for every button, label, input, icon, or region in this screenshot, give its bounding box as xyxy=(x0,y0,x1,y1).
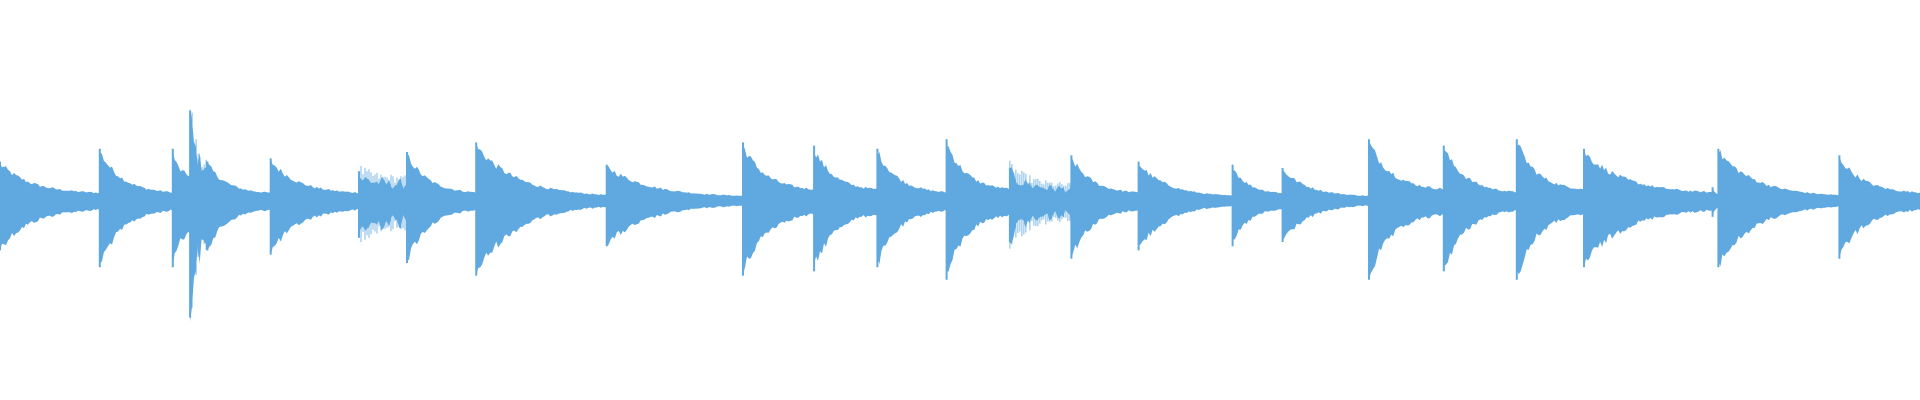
waveform-note-segment xyxy=(207,161,271,252)
waveform-note-segment xyxy=(1584,149,1713,268)
waveform-note-segment xyxy=(1369,141,1444,279)
waveform-note-segment xyxy=(1839,155,1920,260)
waveform-note-segment xyxy=(1718,150,1840,267)
waveform-note-segment xyxy=(743,144,815,275)
waveform-notes xyxy=(0,108,1920,322)
waveform-note-segment xyxy=(877,151,947,265)
waveform-note-segment xyxy=(1138,165,1233,247)
waveform-note-segment xyxy=(99,153,173,263)
waveform-note-segment xyxy=(407,154,477,261)
waveform-note-segment xyxy=(190,108,208,322)
waveform-note-segment xyxy=(0,162,100,250)
waveform-note-segment xyxy=(1232,170,1283,240)
waveform-note-segment xyxy=(814,152,878,264)
waveform-note-segment xyxy=(270,158,359,256)
waveform-note-segment xyxy=(1071,156,1139,259)
waveform-note-segment xyxy=(606,165,743,247)
waveform-note-segment xyxy=(1282,169,1369,241)
waveform-note-segment xyxy=(1009,167,1072,244)
waveform-note-segment xyxy=(946,146,1010,272)
waveform-note-segment xyxy=(1443,149,1517,267)
waveform-note-segment xyxy=(476,142,607,277)
waveform-note-segment xyxy=(1712,188,1719,216)
waveform-note-segment xyxy=(172,150,191,266)
waveform-note-segment xyxy=(1516,144,1584,275)
